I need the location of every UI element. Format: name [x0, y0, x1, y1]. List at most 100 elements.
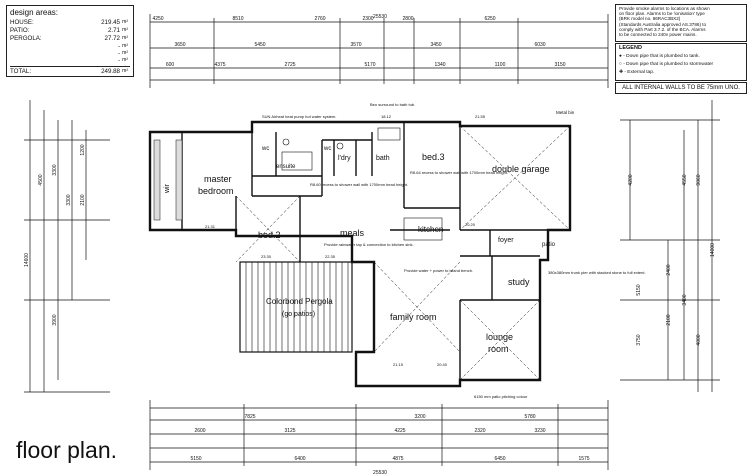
- dimension-label: 2400: [666, 264, 672, 275]
- dimension-label: 5450: [254, 42, 265, 48]
- dimension-label: 5170: [364, 62, 375, 68]
- legend-item-tank: ● - Down pipe that is plumbed to tank.: [619, 54, 700, 59]
- dimension-label: 5150: [636, 284, 642, 295]
- room-label-lounge: lounge: [486, 332, 513, 342]
- room-label-pergola-sub: (go patios): [282, 311, 315, 318]
- pergola-outline: [239, 261, 353, 353]
- dimension-label: 4000: [696, 334, 702, 345]
- annotation-water-power: Provide water + power to island bench.: [404, 268, 473, 273]
- metal-bin-label: Metal bin: [556, 110, 575, 115]
- level-label: 18.12: [381, 114, 392, 119]
- level-label: 21.55: [475, 114, 486, 119]
- dimension-label: 3450: [430, 42, 441, 48]
- room-label-double-garage: double garage: [492, 164, 550, 174]
- dimension-label: 1100: [495, 62, 506, 68]
- area-row: - m²: [117, 57, 128, 64]
- dimension-label: 14000: [710, 243, 716, 257]
- legend-item-stormwater: ○ - Down pipe that is plumbed to stormwa…: [619, 62, 714, 67]
- dimension-label: 3570: [350, 42, 361, 48]
- dimension-label: 4225: [394, 428, 405, 434]
- legend-item-tap: ✚ - External tap.: [619, 70, 655, 75]
- room-label-bedroom: bedroom: [198, 186, 234, 196]
- dimension-label: 9060: [696, 174, 702, 185]
- area-row: - m²: [117, 43, 128, 50]
- level-label: 20.40: [437, 362, 448, 367]
- legend: LEGEND ● - Down pipe that is plumbed to …: [615, 43, 747, 81]
- annotation-bath-surround: Beo surround to bath tub.: [370, 102, 415, 107]
- room-label-meals: meals: [340, 228, 365, 238]
- internal-walls-note: ALL INTERNAL WALLS TO BE 75mm UNO.: [615, 82, 747, 94]
- dimension-label: 4550: [682, 174, 688, 185]
- room-label-patio: patio: [542, 242, 556, 248]
- dimension-label: 1200: [80, 144, 86, 155]
- dimension-label: 4875: [392, 456, 403, 462]
- legend-title: LEGEND: [619, 45, 642, 51]
- dimension-label: 3150: [554, 62, 565, 68]
- dimension-label: 6450: [494, 456, 505, 462]
- area-row: PERGOLA: 27.72 m²: [10, 35, 128, 42]
- level-label: 23.30: [261, 254, 272, 259]
- dimension-label: 2320: [474, 428, 485, 434]
- dimension-label: 7825: [244, 414, 255, 420]
- dimension-label: 3400: [682, 294, 688, 305]
- divider: [10, 66, 130, 67]
- dimension-label: 3750: [636, 334, 642, 345]
- area-row: - m²: [117, 50, 128, 57]
- dimension-label: 4375: [214, 62, 225, 68]
- room-label-wir: wir: [164, 183, 171, 194]
- annotation-slab: 6150 mm patio pitching colour: [474, 394, 528, 399]
- dimension-label: 2100: [666, 314, 672, 325]
- room-label-study: study: [508, 277, 530, 287]
- dimension-label: 2300: [362, 16, 373, 22]
- room-label-bed2: bed.2: [258, 230, 281, 240]
- dimension-label: 14600: [24, 253, 30, 267]
- dimension-label: 5150: [190, 456, 201, 462]
- dimension-label: 25530: [373, 14, 387, 20]
- dimension-label: 3125: [284, 428, 295, 434]
- dimension-label: 6030: [534, 42, 545, 48]
- dimension-label: 2725: [284, 62, 295, 68]
- dimension-label: 3300: [66, 194, 72, 205]
- room-label-master: master: [204, 174, 232, 184]
- dimension-label: 2600: [194, 428, 205, 434]
- room-label-room: room: [488, 344, 509, 354]
- room-label-wc: wc: [323, 146, 331, 152]
- dimension-label: 3200: [414, 414, 425, 420]
- dimension-label: 3230: [534, 428, 545, 434]
- dimension-label: 4500: [38, 174, 44, 185]
- area-total-row: TOTAL: 249.88 m²: [10, 68, 128, 75]
- level-label: 21.31: [205, 224, 216, 229]
- room-label-bed3: bed.3: [422, 152, 445, 162]
- room-label-kitchen: kitchen: [418, 225, 443, 234]
- dimension-label: 600: [166, 62, 175, 68]
- annotation-rainwater: Provide rainwater tap & connection to ki…: [324, 242, 414, 247]
- dimension-label: 1575: [578, 456, 589, 462]
- design-areas-title: design areas:: [10, 8, 59, 17]
- room-label-pergola: Colorbond Pergola: [266, 297, 333, 306]
- dimension-label: 2100: [80, 194, 86, 205]
- room-label-family-room: family room: [390, 312, 437, 322]
- dimension-label: 25530: [373, 470, 387, 476]
- level-label: 20.20: [465, 222, 476, 227]
- room-label-laundry: l'dry: [338, 155, 351, 162]
- page-title: floor plan.: [16, 437, 118, 463]
- dimension-label: 6250: [484, 16, 495, 22]
- annotation-recess-1: R8.60 recess to shower wall with 1700mm …: [310, 182, 408, 187]
- dimension-label: 2760: [314, 16, 325, 22]
- dimension-label: 8510: [232, 16, 243, 22]
- room-label-bath: bath: [376, 155, 390, 162]
- annotation-hot-water: SUN Airheat heat pump hot water system.: [262, 114, 336, 119]
- area-row: PATIO: 2.71 m²: [10, 27, 128, 34]
- room-label-foyer: foyer: [498, 237, 514, 244]
- smoke-alarm-note: Provide smoke alarms to locations as sho…: [615, 4, 747, 42]
- design-areas-table: design areas: HOUSE: 219.45 m² PATIO: 2.…: [6, 5, 134, 77]
- dimension-label: 3300: [52, 164, 58, 175]
- area-row: HOUSE: 219.45 m²: [10, 19, 128, 26]
- dimension-label: 1340: [434, 62, 445, 68]
- level-label: 21.15: [393, 362, 404, 367]
- room-label-wc: wc: [261, 146, 269, 152]
- dimension-label: 5780: [524, 414, 535, 420]
- dimension-label: 6400: [294, 456, 305, 462]
- dimension-label: 4250: [152, 16, 163, 22]
